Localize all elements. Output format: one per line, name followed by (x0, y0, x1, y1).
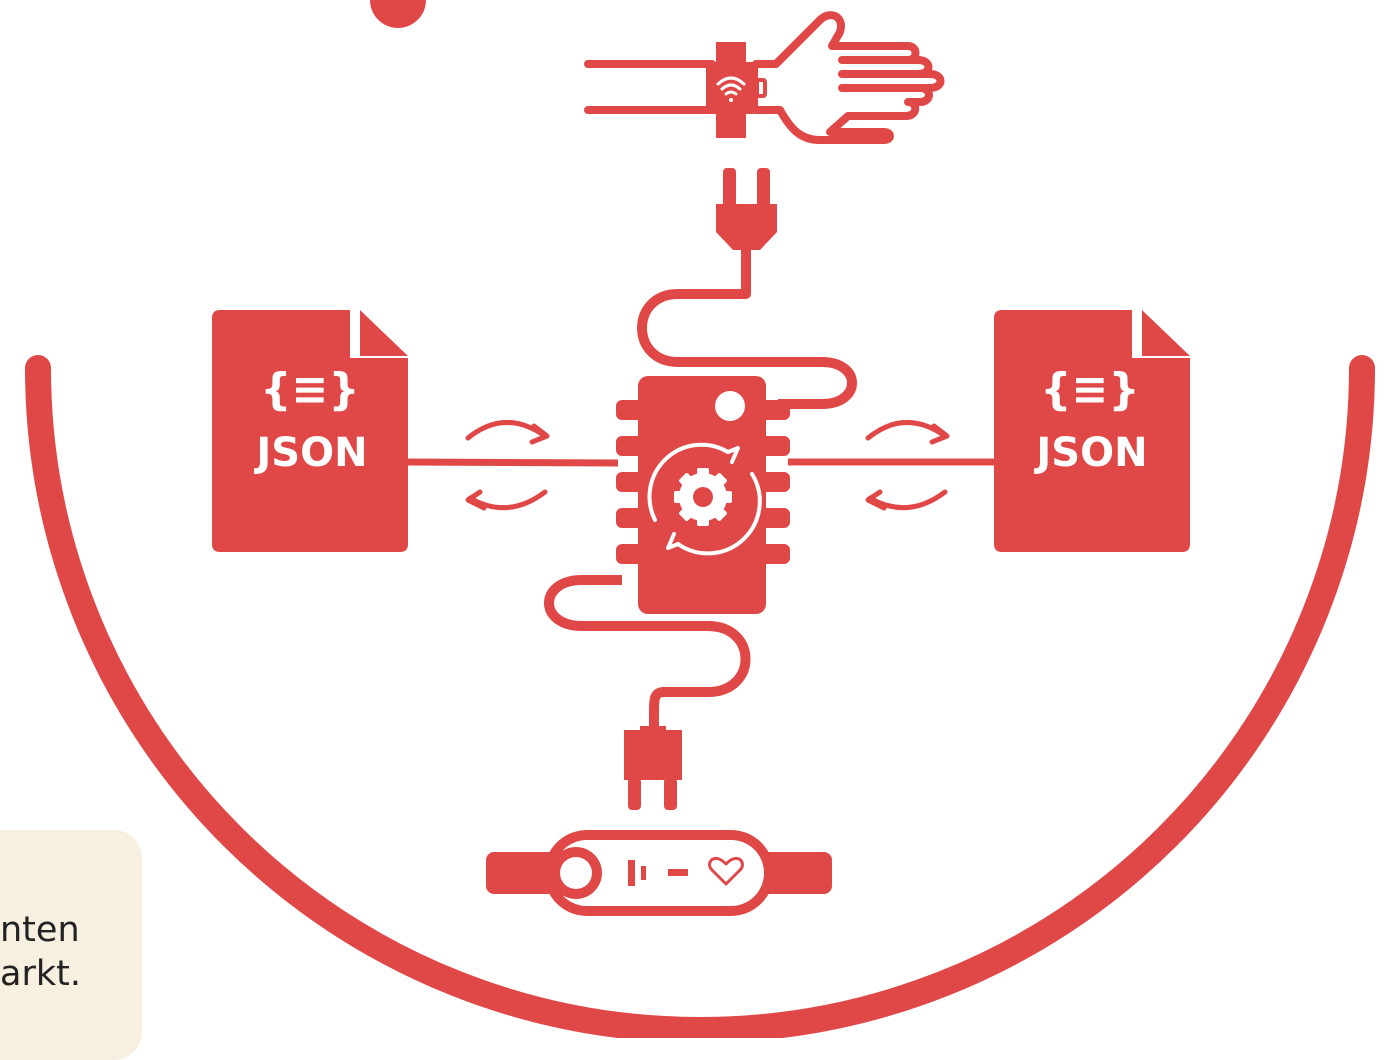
json-file-left: {≡} JSON (212, 310, 408, 552)
plug-bottom-icon (624, 726, 682, 810)
top-circle-fragment (370, 0, 426, 28)
iot-json-diagram: {≡} JSON {≡} JSON (0, 0, 1395, 1038)
left-connector-line (406, 462, 618, 463)
plug-top-icon (716, 168, 777, 250)
json-braces: {≡} (1040, 364, 1140, 415)
file-fold-corner (1142, 310, 1190, 356)
fitness-tracker-icon (486, 830, 832, 916)
json-label: JSON (253, 430, 367, 476)
json-braces: {≡} (260, 364, 360, 415)
json-file-right: {≡} JSON (994, 310, 1190, 552)
watch-body (706, 42, 765, 138)
json-label: JSON (1033, 430, 1147, 476)
file-fold-corner (360, 310, 408, 356)
smartwatch-on-wrist-icon (588, 15, 941, 140)
